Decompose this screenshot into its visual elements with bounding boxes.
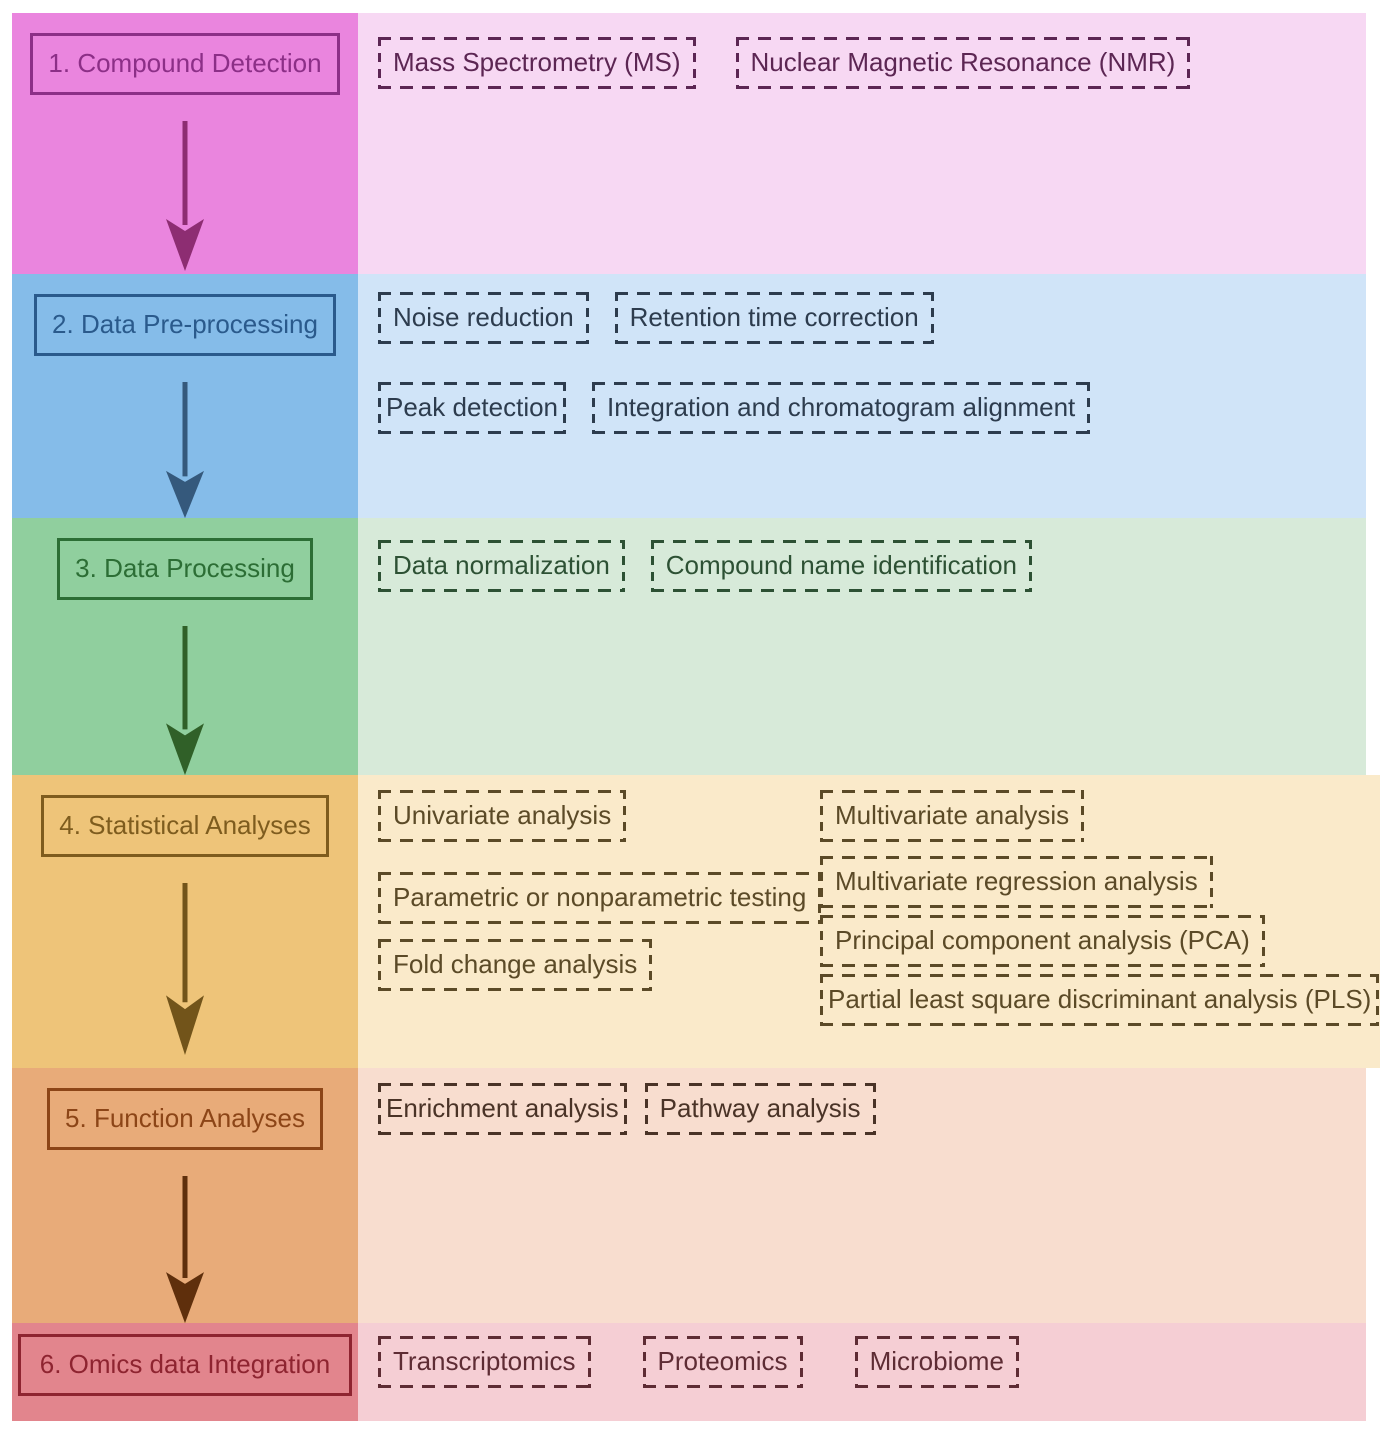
method-box: Multivariate analysis [820, 790, 1084, 842]
method-label: Partial least square discriminant analys… [828, 983, 1372, 1014]
method-box: Nuclear Magnetic Resonance (NMR) [736, 37, 1191, 89]
method-box: Transcriptomics [378, 1336, 591, 1388]
method-label: Proteomics [657, 1346, 788, 1376]
step-label: 3. Data Processing [75, 553, 295, 583]
method-box: Integration and chromatogram alignment [592, 382, 1090, 434]
step-label: 1. Compound Detection [48, 48, 322, 78]
method-label: Retention time correction [629, 302, 919, 332]
method-box-row: Noise reduction Retention time correctio… [378, 292, 1356, 344]
method-box: Mass Spectrometry (MS) [378, 37, 696, 89]
method-label: Mass Spectrometry (MS) [393, 47, 681, 77]
down-arrow-icon [166, 625, 204, 775]
step-label-box-1: 1. Compound Detection [30, 33, 340, 95]
method-box: Multivariate regression analysis [820, 856, 1213, 908]
method-label: Transcriptomics [393, 1346, 576, 1376]
step-label: 2. Data Pre-processing [52, 309, 318, 339]
step-column-6: 6. Omics data Integration [12, 1323, 358, 1421]
step-row-function-analyses: 5. Function Analyses Enrichment analysis… [12, 1068, 1366, 1323]
step-label: 5. Function Analyses [65, 1103, 305, 1133]
methods-area-4: Univariate analysis Parametric or nonpar… [358, 775, 1380, 1068]
methods-area-3: Data normalization Compound name identif… [358, 518, 1366, 775]
step-label: 4. Statistical Analyses [59, 810, 311, 840]
step-row-data-pre-processing: 2. Data Pre-processing Noise reduction R… [12, 274, 1366, 518]
method-box: Retention time correction [615, 292, 934, 344]
method-box: Pathway analysis [645, 1083, 876, 1135]
method-box: Peak detection [378, 382, 566, 434]
method-label: Multivariate regression analysis [835, 865, 1198, 896]
method-box: Microbiome [855, 1336, 1019, 1388]
step-label-box-2: 2. Data Pre-processing [34, 294, 336, 356]
method-label: Univariate analysis [393, 800, 612, 830]
methods-area-1: Mass Spectrometry (MS) Nuclear Magnetic … [358, 13, 1366, 274]
method-box: Univariate analysis [378, 790, 626, 842]
method-box-row: Peak detection Integration and chromatog… [378, 382, 1356, 434]
methods-area-6: Transcriptomics Proteomics Microbiome [358, 1323, 1366, 1421]
method-box-row: Enrichment analysis Pathway analysis [378, 1083, 1356, 1135]
step-column-4: 4. Statistical Analyses [12, 775, 358, 1068]
step-row-statistical-analyses: 4. Statistical Analyses Univariate analy… [12, 775, 1380, 1068]
down-arrow-icon [166, 120, 204, 271]
step-label-box-4: 4. Statistical Analyses [41, 795, 329, 857]
step-row-data-processing: 3. Data Processing Data normalization Co… [12, 518, 1366, 775]
step-label-box-5: 5. Function Analyses [47, 1088, 323, 1150]
method-box: Enrichment analysis [378, 1083, 627, 1135]
method-label: Integration and chromatogram alignment [607, 391, 1076, 422]
step-row-compound-detection: 1. Compound Detection Mass Spectrometry … [12, 13, 1366, 274]
step-column-5: 5. Function Analyses [12, 1068, 358, 1323]
method-label: Nuclear Magnetic Resonance (NMR) [750, 47, 1176, 77]
methods-area-5: Enrichment analysis Pathway analysis [358, 1068, 1366, 1323]
method-box-row: Transcriptomics Proteomics Microbiome [378, 1336, 1356, 1388]
method-label: Multivariate analysis [835, 800, 1070, 830]
method-label: Enrichment analysis [386, 1093, 619, 1123]
method-label: Microbiome [869, 1346, 1004, 1376]
down-arrow-icon [166, 1175, 204, 1323]
step-column-1: 1. Compound Detection [12, 13, 358, 274]
method-label: Fold change analysis [393, 948, 638, 979]
step-column-2: 2. Data Pre-processing [12, 274, 358, 518]
method-label: Noise reduction [393, 302, 574, 332]
method-label: Compound name identification [665, 550, 1017, 580]
step-row-omics-data-integration: 6. Omics data Integration Transcriptomic… [12, 1323, 1366, 1421]
step-column-3: 3. Data Processing [12, 518, 358, 775]
down-arrow-icon [166, 882, 204, 1055]
method-label: Peak detection [386, 391, 559, 422]
method-box-row: Mass Spectrometry (MS) Nuclear Magnetic … [378, 37, 1356, 89]
method-box: Parametric or nonparametric testing [378, 872, 821, 924]
univariate-methods-column: Univariate analysis Parametric or nonpar… [378, 790, 820, 991]
statistical-methods-columns: Univariate analysis Parametric or nonpar… [378, 790, 1379, 1026]
method-box: Noise reduction [378, 292, 589, 344]
method-label: Pathway analysis [659, 1093, 861, 1123]
method-box: Fold change analysis [378, 939, 652, 991]
method-box: Partial least square discriminant analys… [820, 974, 1379, 1026]
step-label: 6. Omics data Integration [39, 1349, 331, 1379]
down-arrow-icon [166, 381, 204, 518]
step-label-box-6: 6. Omics data Integration [17, 1334, 353, 1396]
method-box: Compound name identification [651, 540, 1032, 592]
method-label: Data normalization [393, 550, 610, 580]
method-box-row: Data normalization Compound name identif… [378, 540, 1356, 592]
method-box: Data normalization [378, 540, 625, 592]
metabolomics-workflow-diagram: 1. Compound Detection Mass Spectrometry … [12, 13, 1380, 1421]
method-label: Principal component analysis (PCA) [835, 924, 1250, 955]
method-label: Parametric or nonparametric testing [393, 881, 807, 912]
method-box: Proteomics [643, 1336, 803, 1388]
step-label-box-3: 3. Data Processing [57, 538, 313, 600]
methods-area-2: Noise reduction Retention time correctio… [358, 274, 1366, 518]
method-box: Principal component analysis (PCA) [820, 915, 1265, 967]
multivariate-methods-column: Multivariate analysis Multivariate regre… [820, 790, 1379, 1026]
